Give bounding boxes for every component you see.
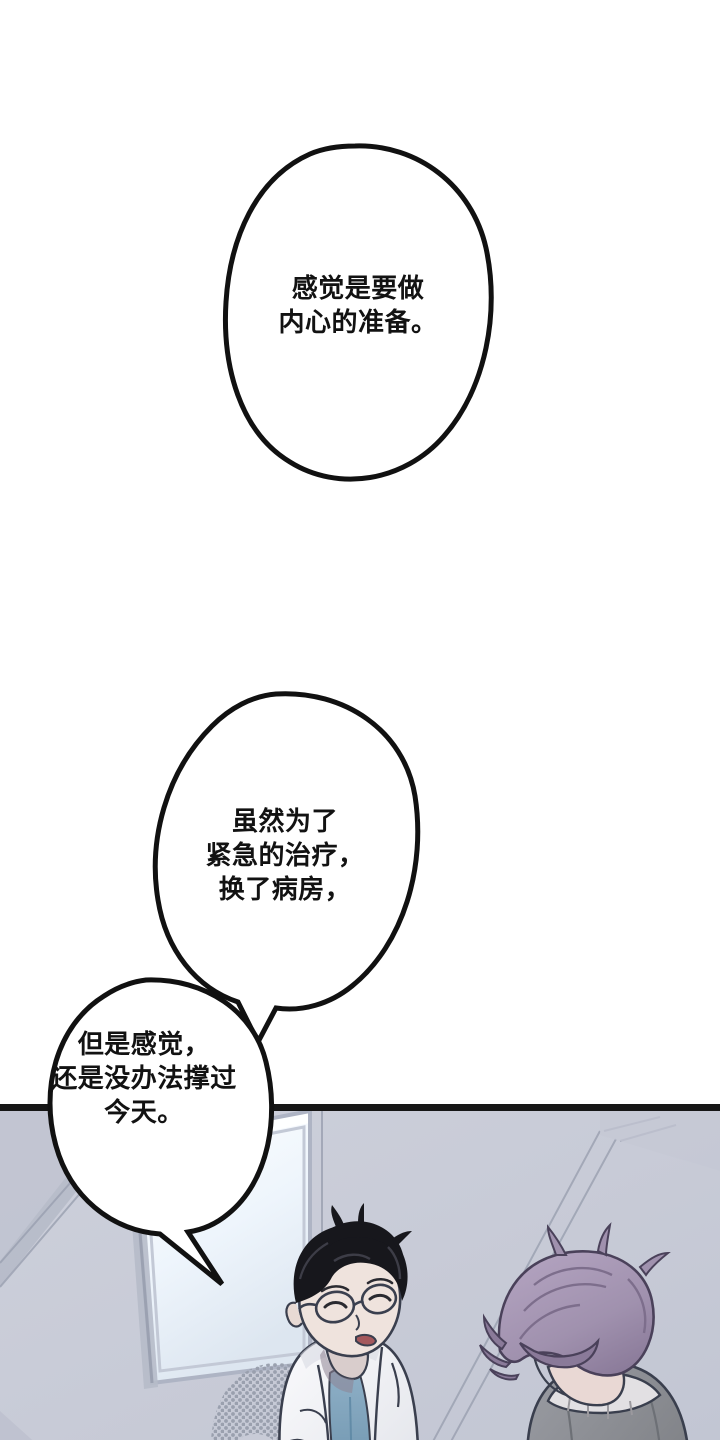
doctor-glasses [297,1283,398,1324]
companion-bangs [519,1337,600,1369]
doctor-ear [285,1301,303,1328]
character-doctor [278,1203,419,1440]
bubble-1-text: 感觉是要做 内心的准备。 [278,273,438,337]
doctor-mouth [355,1333,378,1347]
corridor-window [126,1111,312,1389]
doctor-hair [293,1223,408,1303]
bubble-2-text: 虽然为了 紧急的治疗， 换了病房， [205,806,365,904]
doctor-brows [320,1277,394,1293]
bubble-3-text: 但是感觉， 还是没办法撑过 今天。 [51,1029,237,1127]
scene-panel [0,1104,720,1440]
scene-artwork [0,1111,720,1440]
doctor-eyes [323,1293,392,1309]
character-companion [479,1222,689,1440]
